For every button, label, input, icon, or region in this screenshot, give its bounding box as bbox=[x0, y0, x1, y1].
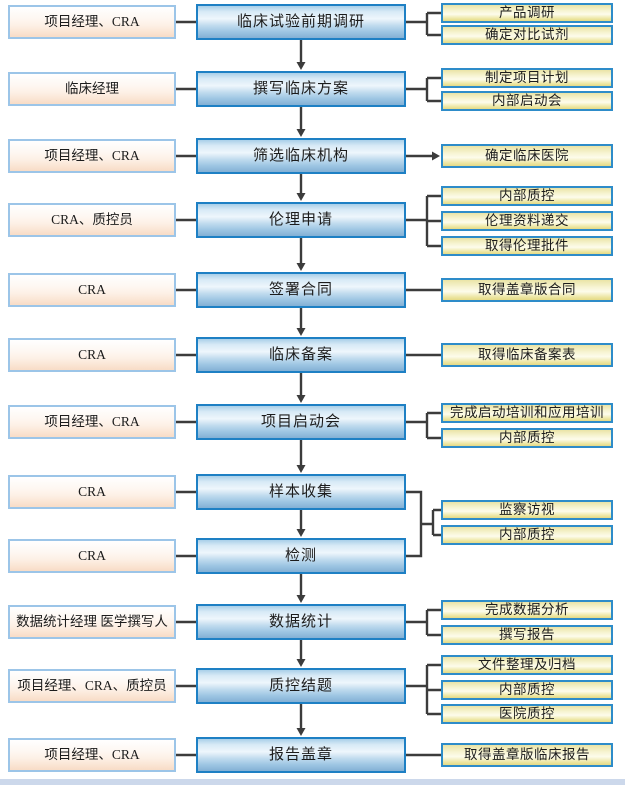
role-box-11: 项目经理、CRA、质控员 bbox=[8, 669, 176, 703]
output-box-4-2: 伦理资料递交 bbox=[441, 211, 613, 231]
step-box-7: 项目启动会 bbox=[196, 404, 406, 440]
role-box-8: CRA bbox=[8, 475, 176, 509]
output-box-12-1: 取得盖章版临床报告 bbox=[441, 743, 613, 767]
output-box-6-1: 取得临床备案表 bbox=[441, 343, 613, 367]
role-box-1: 项目经理、CRA bbox=[8, 5, 176, 39]
step-box-9: 检测 bbox=[196, 538, 406, 574]
step-box-5: 签署合同 bbox=[196, 272, 406, 308]
step-box-1: 临床试验前期调研 bbox=[196, 4, 406, 40]
role-box-12: 项目经理、CRA bbox=[8, 738, 176, 772]
step-box-4: 伦理申请 bbox=[196, 202, 406, 238]
arrowhead-icon bbox=[296, 395, 306, 403]
arrowhead-icon bbox=[296, 659, 306, 667]
output-box-10-2: 撰写报告 bbox=[441, 625, 613, 645]
role-box-5: CRA bbox=[8, 273, 176, 307]
role-box-6: CRA bbox=[8, 338, 176, 372]
output-box-2-2: 内部启动会 bbox=[441, 91, 613, 111]
arrowhead-icon bbox=[296, 328, 306, 336]
arrowhead-icon bbox=[296, 62, 306, 70]
step-box-8: 样本收集 bbox=[196, 474, 406, 510]
role-box-7: 项目经理、CRA bbox=[8, 405, 176, 439]
step-box-3: 筛选临床机构 bbox=[196, 138, 406, 174]
output-box-1-2: 确定对比试剂 bbox=[441, 25, 613, 45]
output-box-1-1: 产品调研 bbox=[441, 3, 613, 23]
arrowhead-icon bbox=[296, 465, 306, 473]
role-box-10: 数据统计经理 医学撰写人 bbox=[8, 605, 176, 639]
arrowhead-icon bbox=[296, 263, 306, 271]
arrowhead-icon bbox=[296, 129, 306, 137]
arrowhead-icon bbox=[296, 193, 306, 201]
shared-output-box-2: 内部质控 bbox=[441, 525, 613, 545]
page-footer-bar bbox=[0, 779, 625, 785]
arrowhead-icon bbox=[296, 728, 306, 736]
arrowhead-icon bbox=[432, 151, 440, 161]
step-box-12: 报告盖章 bbox=[196, 737, 406, 773]
arrowhead-icon bbox=[296, 595, 306, 603]
step-box-6: 临床备案 bbox=[196, 337, 406, 373]
arrowhead-icon bbox=[296, 529, 306, 537]
output-box-7-2: 内部质控 bbox=[441, 428, 613, 448]
role-box-9: CRA bbox=[8, 539, 176, 573]
step-box-2: 撰写临床方案 bbox=[196, 71, 406, 107]
output-box-4-3: 取得伦理批件 bbox=[441, 236, 613, 256]
role-box-4: CRA、质控员 bbox=[8, 203, 176, 237]
output-box-7-1: 完成启动培训和应用培训 bbox=[441, 403, 613, 423]
output-box-11-1: 文件整理及归档 bbox=[441, 655, 613, 675]
role-box-2: 临床经理 bbox=[8, 72, 176, 106]
output-box-11-3: 医院质控 bbox=[441, 704, 613, 724]
output-box-3-1: 确定临床医院 bbox=[441, 144, 613, 168]
output-box-5-1: 取得盖章版合同 bbox=[441, 278, 613, 302]
output-box-10-1: 完成数据分析 bbox=[441, 600, 613, 620]
output-box-4-1: 内部质控 bbox=[441, 186, 613, 206]
step-box-10: 数据统计 bbox=[196, 604, 406, 640]
step-box-11: 质控结题 bbox=[196, 668, 406, 704]
shared-output-box-1: 监察访视 bbox=[441, 500, 613, 520]
output-box-11-2: 内部质控 bbox=[441, 680, 613, 700]
role-box-3: 项目经理、CRA bbox=[8, 139, 176, 173]
output-box-2-1: 制定项目计划 bbox=[441, 68, 613, 88]
